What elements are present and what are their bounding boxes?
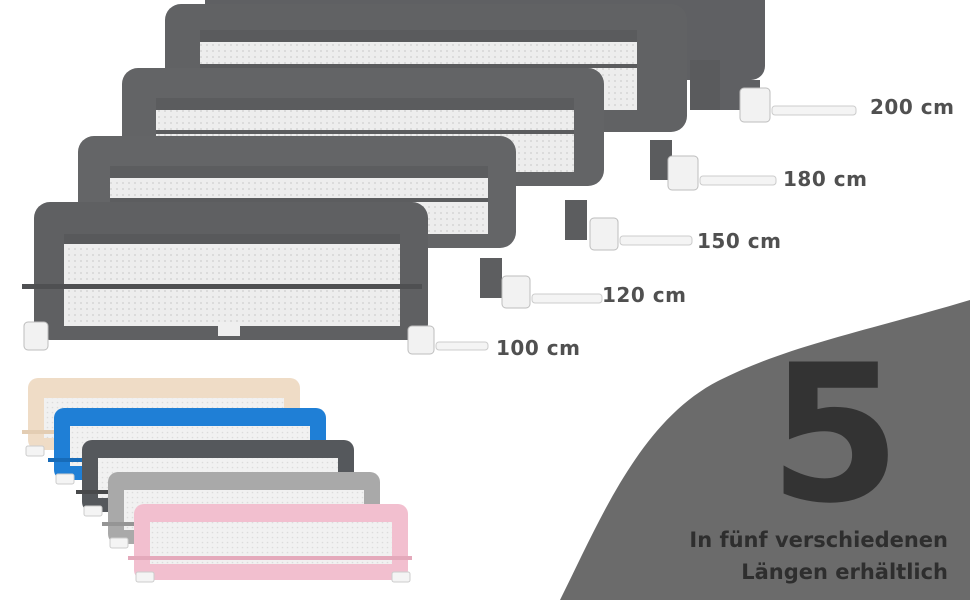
- size-label-150: 150 cm: [697, 229, 782, 253]
- size-label-120: 120 cm: [602, 283, 687, 307]
- headline-number: 5: [768, 324, 902, 545]
- color-variant-pink: [128, 504, 412, 583]
- size-label-180: 180 cm: [783, 167, 868, 191]
- size-label-200: 200 cm: [870, 95, 955, 119]
- rail-100cm: [22, 202, 603, 355]
- headline-line-1: In fünf verschiedenen: [689, 528, 948, 552]
- headline-line-2: Längen erhältlich: [741, 560, 948, 584]
- size-label-100: 100 cm: [496, 336, 581, 360]
- background-curve: [560, 300, 970, 600]
